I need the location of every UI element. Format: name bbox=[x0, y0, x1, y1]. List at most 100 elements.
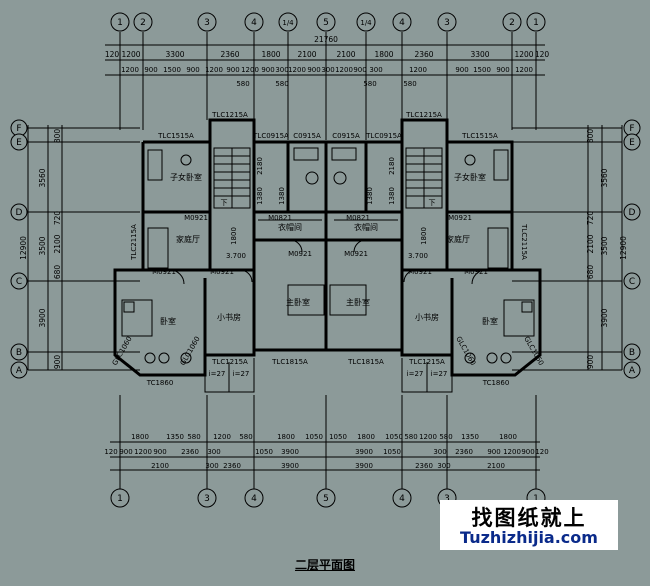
dim-bot-r2-7: 3900 bbox=[281, 448, 299, 456]
drawing-title: 二层平面图 bbox=[294, 558, 355, 572]
axis-left-A: A bbox=[16, 366, 23, 376]
dim-top-r2-5: 900 bbox=[226, 66, 239, 74]
room-right-cloak: 衣帽间 bbox=[354, 222, 378, 232]
door-right-cloak: M0821 bbox=[346, 214, 370, 222]
dim-top-r2-13: 900 bbox=[353, 66, 366, 74]
axis-left-C: C bbox=[16, 277, 22, 287]
dim-bot-r2-8: 3900 bbox=[355, 448, 373, 456]
dim-bot-r1-3: 1200 bbox=[213, 433, 231, 441]
dim-top-r3-3: 580 bbox=[403, 80, 416, 88]
dim-left-3900: 3900 bbox=[38, 308, 47, 327]
axis-top-8: 4 bbox=[399, 18, 405, 28]
dim-top-r1-0: 120 bbox=[105, 50, 120, 59]
dim-top-r2-0: 1200 bbox=[121, 66, 139, 74]
door-right-child: M0921 bbox=[448, 214, 472, 222]
dim-bot-r2-12: 900 bbox=[487, 448, 500, 456]
room-left-study: 小书房 bbox=[217, 312, 241, 322]
win-bot-right-master: TLC1815A bbox=[347, 358, 384, 366]
axis-right-F: F bbox=[629, 124, 634, 134]
dim-left-3560: 3560 bbox=[38, 168, 47, 187]
small-dim-3: 1380 bbox=[278, 187, 286, 205]
dim-bot-r2-13: 1200 bbox=[503, 448, 521, 456]
dim-top-r2-12: 1200 bbox=[335, 66, 353, 74]
dim-bot-r2-14: 900 bbox=[521, 448, 534, 456]
door-left-bed: M0921 bbox=[152, 268, 176, 276]
dim-bot-r2-1: 900 bbox=[119, 448, 132, 456]
axis-left-E: E bbox=[16, 138, 22, 148]
axis-left-D: D bbox=[16, 208, 23, 218]
win-glc-3: GLC1060 bbox=[454, 335, 477, 367]
room-left-family: 家庭厅 bbox=[176, 234, 200, 244]
dim-bot-r3-7: 2100 bbox=[487, 462, 505, 470]
watermark-cn-text: 找图纸就上 bbox=[471, 506, 587, 530]
win-top-left-stair: TLC1215A bbox=[211, 111, 248, 119]
dim-right-680: 680 bbox=[586, 265, 595, 280]
dim-bot-r3-6: 300 bbox=[437, 462, 450, 470]
room-right-bedroom: 卧室 bbox=[482, 316, 498, 326]
small-dim-1: 2180 bbox=[256, 157, 264, 175]
slope-2: i=27 bbox=[233, 370, 250, 378]
dim-bot-r3-1: 300 bbox=[205, 462, 218, 470]
win-top-right-c: C0915A bbox=[332, 132, 360, 140]
win-bot-right-bed: TC1860 bbox=[482, 379, 510, 387]
dim-right-2100: 2100 bbox=[586, 234, 595, 253]
dim-top-r1-11: 120 bbox=[535, 50, 550, 59]
dim-top-r2-8: 300 bbox=[275, 66, 288, 74]
axis-left-B: B bbox=[16, 348, 22, 358]
dim-bot-r2-0: 120 bbox=[104, 448, 117, 456]
dim-bot-r1-5: 1800 bbox=[277, 433, 295, 441]
dim-right-720: 720 bbox=[586, 211, 595, 226]
dim-right-800: 800 bbox=[586, 129, 595, 144]
small-dim-2: 1380 bbox=[256, 187, 264, 205]
dim-bot-r2-2: 1200 bbox=[134, 448, 152, 456]
room-right-child-bedroom: 子女卧室 bbox=[454, 172, 486, 182]
axis-bottom-1: 1 bbox=[117, 494, 123, 504]
room-left-bedroom: 卧室 bbox=[160, 316, 176, 326]
dim-bot-r1-12: 580 bbox=[439, 433, 452, 441]
axis-top-11: 1 bbox=[533, 18, 539, 28]
win-top-right-bed: TLC1515A bbox=[461, 132, 498, 140]
dim-top-r1-5: 2100 bbox=[297, 50, 316, 59]
door-left-master: M0921 bbox=[288, 250, 312, 258]
axis-right-C: C bbox=[629, 277, 635, 287]
dim-top-r2-17: 1500 bbox=[473, 66, 491, 74]
axis-bottom-4: 5 bbox=[323, 494, 329, 504]
axis-top-7: 1/4 bbox=[360, 19, 372, 27]
axis-right-A: A bbox=[629, 366, 636, 376]
dim-bot-r2-11: 2360 bbox=[455, 448, 473, 456]
win-top-right-stair: TLC1215A bbox=[405, 111, 442, 119]
dim-top-r2-14: 300 bbox=[369, 66, 382, 74]
dim-bot-r1-13: 1350 bbox=[461, 433, 479, 441]
dim-top-r1-3: 2360 bbox=[220, 50, 239, 59]
dim-right-3560: 3560 bbox=[600, 168, 609, 187]
dim-top-r1-1: 1200 bbox=[121, 50, 140, 59]
win-bot-left-bed: TC1860 bbox=[146, 379, 174, 387]
dim-bot-r3-0: 2100 bbox=[151, 462, 169, 470]
win-bot-left-master: TLC1815A bbox=[271, 358, 308, 366]
dim-top-r2-1: 900 bbox=[144, 66, 157, 74]
slope-4: i=27 bbox=[431, 370, 448, 378]
small-dim-7: 1380 bbox=[366, 187, 374, 205]
axis-top-3: 3 bbox=[204, 18, 210, 28]
dim-left-680: 680 bbox=[53, 265, 62, 280]
door-left-child: M0921 bbox=[184, 214, 208, 222]
axis-bottom-3: 4 bbox=[251, 494, 257, 504]
level-right: 3.700 bbox=[408, 252, 428, 260]
door-right-bed: M0921 bbox=[464, 268, 488, 276]
watermark-en-text: Tuzhizhijia.com bbox=[460, 528, 598, 547]
win-top-left-c: C0915A bbox=[293, 132, 321, 140]
dim-top-r2-11: 300 bbox=[321, 66, 334, 74]
dim-left-3500: 3500 bbox=[38, 236, 47, 255]
dim-top-r2-3: 900 bbox=[186, 66, 199, 74]
axis-top-10: 2 bbox=[509, 18, 515, 28]
dim-bot-r1-11: 1200 bbox=[419, 433, 437, 441]
door-left-cloak: M0821 bbox=[268, 214, 292, 222]
dim-right-total: 12900 bbox=[619, 236, 628, 260]
room-left-cloak: 衣帽间 bbox=[278, 222, 302, 232]
small-dim-6: 1380 bbox=[388, 187, 396, 205]
dim-top-r3-2: 580 bbox=[363, 80, 376, 88]
dim-bot-r3-2: 2360 bbox=[223, 462, 241, 470]
dim-top-r2-2: 1500 bbox=[163, 66, 181, 74]
